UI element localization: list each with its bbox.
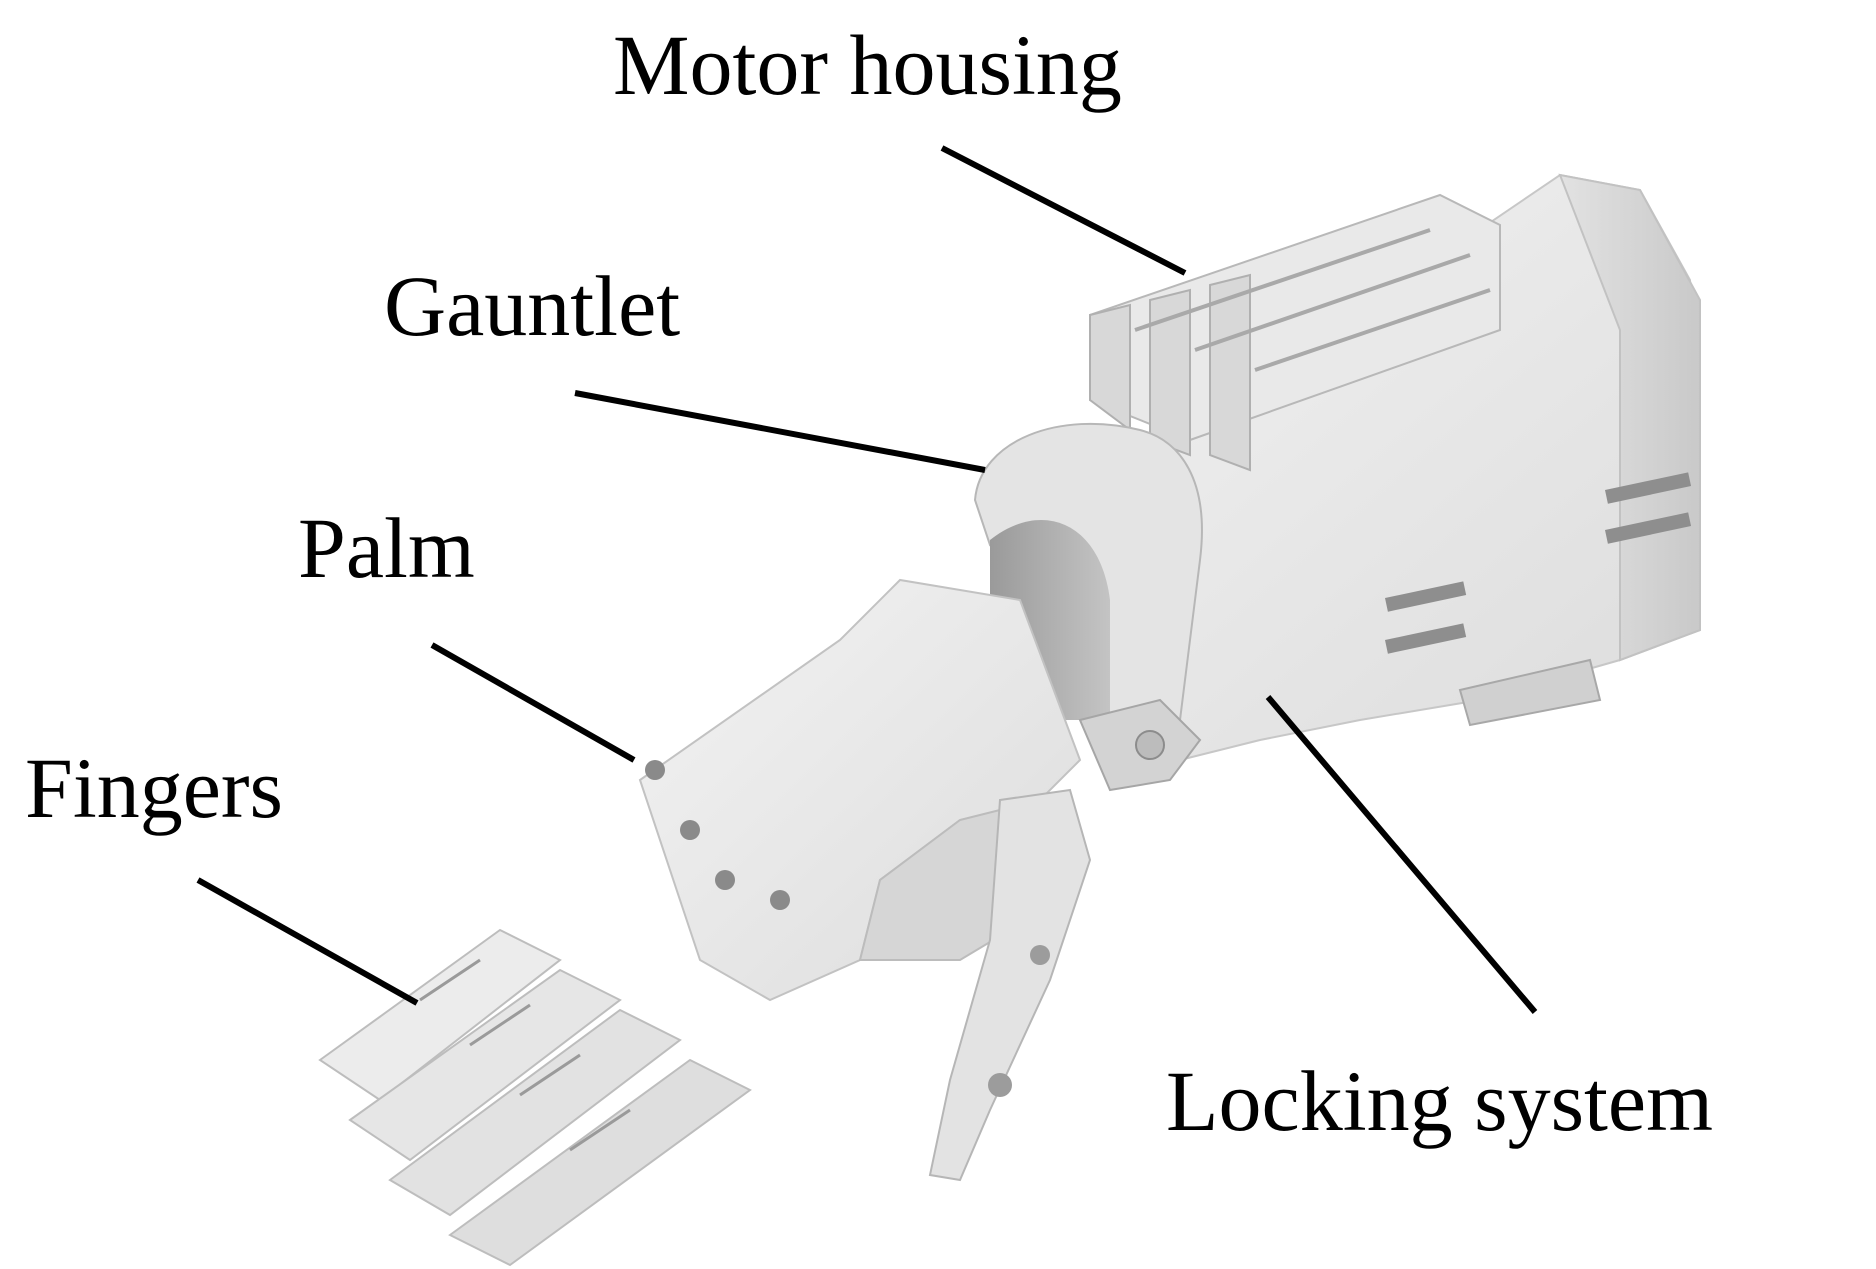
gauntlet-leader-line xyxy=(574,390,986,473)
locking-system-label: Locking system xyxy=(1166,1053,1713,1149)
palm-leader-line xyxy=(430,642,636,763)
motor-housing-part xyxy=(1089,193,1501,472)
palm-label: Palm xyxy=(298,500,475,596)
locking-system-leader-line xyxy=(1265,695,1538,1014)
fingers-leader-line xyxy=(196,877,419,1006)
motor-housing-leader-line xyxy=(940,145,1187,276)
fingers-label: Fingers xyxy=(25,740,283,836)
fingers-part xyxy=(318,788,1092,1267)
gauntlet-label: Gauntlet xyxy=(384,258,681,354)
motor-housing-label: Motor housing xyxy=(613,17,1122,113)
leader-lines xyxy=(196,145,1538,1014)
